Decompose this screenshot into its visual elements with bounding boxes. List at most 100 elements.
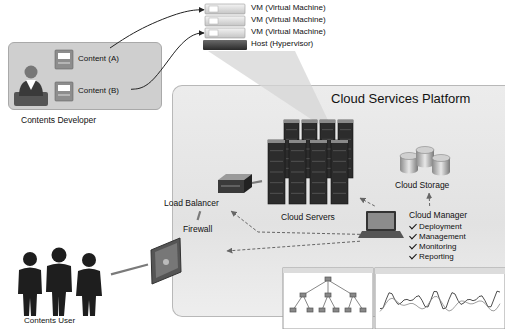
- server-rack-icon: [312, 150, 325, 151]
- label-holder: Firewall: [183, 224, 212, 234]
- firewall-icon: [151, 238, 181, 284]
- label-holder: Cloud Manager: [409, 210, 467, 220]
- content-server-icon: [58, 85, 70, 91]
- storage-icon: [432, 155, 450, 162]
- developer-icon: [14, 66, 48, 107]
- server-rack-icon: [340, 139, 351, 140]
- screenshot-panel: [283, 268, 505, 329]
- firewall-icon: [163, 259, 169, 265]
- user-icon: [76, 269, 102, 317]
- server-rack-icon: [340, 129, 351, 130]
- developer-icon: [26, 80, 36, 90]
- user-icon: [52, 248, 67, 263]
- server-rack-icon: [268, 140, 285, 204]
- connector-line: [198, 211, 201, 220]
- storage-icon: [400, 147, 450, 176]
- screenshot-panel: [283, 268, 373, 273]
- server-rack-icon: [310, 140, 327, 143]
- node-label: Cloud Manager: [409, 210, 467, 220]
- storage-icon: [416, 147, 434, 154]
- node-label: VM (Virtual Machine): [251, 27, 326, 37]
- server-rack-icon: [291, 172, 304, 173]
- tree-chart: [300, 293, 306, 297]
- server-rack-icon: [268, 120, 353, 204]
- label-holder: Contents User: [24, 316, 75, 326]
- server-rack-icon: [338, 120, 353, 123]
- node-label: Contents User: [24, 316, 75, 326]
- label-holder: Load Balancer: [164, 198, 219, 208]
- server-rack-icon: [322, 139, 333, 140]
- vm-icon: [205, 4, 245, 14]
- checklist-item: Management: [419, 232, 466, 242]
- server-rack-icon: [291, 182, 304, 183]
- line-chart: [380, 291, 500, 311]
- tree-chart: [345, 308, 351, 312]
- server-rack-icon: [333, 150, 346, 151]
- server-rack-icon: [333, 182, 346, 183]
- checklist-item: Reporting: [419, 252, 454, 262]
- node-label: Content (B): [78, 86, 119, 96]
- node-label: Cloud Storage: [395, 180, 449, 190]
- node-label: Contents Developer: [21, 115, 96, 125]
- screenshot-panel: [375, 268, 505, 329]
- tree-chart: [303, 280, 328, 295]
- connector-line: [131, 33, 204, 89]
- content-server-icon: [55, 50, 73, 69]
- vm-icon: [209, 30, 218, 36]
- server-rack-icon: [304, 129, 315, 130]
- content-server-icon: [58, 63, 70, 64]
- server-rack-icon: [333, 172, 346, 173]
- server-rack-icon: [312, 172, 325, 173]
- server-rack-icon: [291, 193, 304, 194]
- label-holder: Deployment: [419, 222, 462, 232]
- server-rack-icon: [270, 150, 283, 151]
- label-holder: Cloud Servers: [281, 212, 335, 222]
- server-rack-icon: [333, 161, 346, 162]
- label-holder: Management: [419, 232, 466, 242]
- vm-icon: [209, 18, 218, 24]
- label-holder: Reporting: [419, 252, 454, 262]
- server-rack-icon: [284, 120, 299, 123]
- content-server-icon: [58, 95, 70, 96]
- zoom-wedge: [208, 51, 335, 135]
- tree-chart: [360, 308, 366, 312]
- host-icon: [203, 40, 247, 50]
- dashed-arrow: [429, 193, 431, 206]
- firewall-icon: [155, 243, 178, 278]
- server-rack-icon: [322, 129, 333, 130]
- tree-chart: [290, 308, 296, 312]
- label-holder: Cloud Storage: [395, 180, 449, 190]
- label-holder: VM (Virtual Machine): [251, 15, 326, 25]
- connector-line: [111, 265, 148, 275]
- tree-chart: [350, 293, 356, 297]
- node-label: Load Balancer: [164, 198, 219, 208]
- server-rack-icon: [304, 139, 315, 140]
- server-rack-icon: [286, 139, 297, 140]
- label-holder: Content (B): [78, 86, 119, 96]
- content-server-icon: [55, 50, 73, 101]
- node-label: Cloud Services Platform: [331, 91, 470, 107]
- server-rack-icon: [302, 120, 317, 123]
- label-holder: Monitoring: [419, 242, 456, 252]
- vm-icon: [205, 4, 245, 38]
- server-rack-icon: [331, 140, 348, 204]
- server-rack-icon: [286, 129, 297, 130]
- dashed-arrow: [360, 198, 375, 206]
- tree-chart: [325, 277, 331, 281]
- dashed-arrow: [227, 241, 360, 251]
- load-balancer-icon: [218, 174, 252, 193]
- server-rack-icon: [270, 172, 283, 173]
- vm-icon: [205, 16, 245, 26]
- laptop-icon: [368, 213, 394, 229]
- node-label: VM (Virtual Machine): [251, 3, 326, 13]
- laptop-icon: [366, 211, 396, 231]
- server-rack-icon: [270, 193, 283, 194]
- tree-chart: [307, 308, 313, 312]
- label-holder: VM (Virtual Machine): [251, 27, 326, 37]
- tree-chart: [333, 308, 339, 312]
- screenshot-panel: [375, 268, 505, 274]
- server-rack-icon: [312, 193, 325, 194]
- server-rack-icon: [268, 140, 285, 143]
